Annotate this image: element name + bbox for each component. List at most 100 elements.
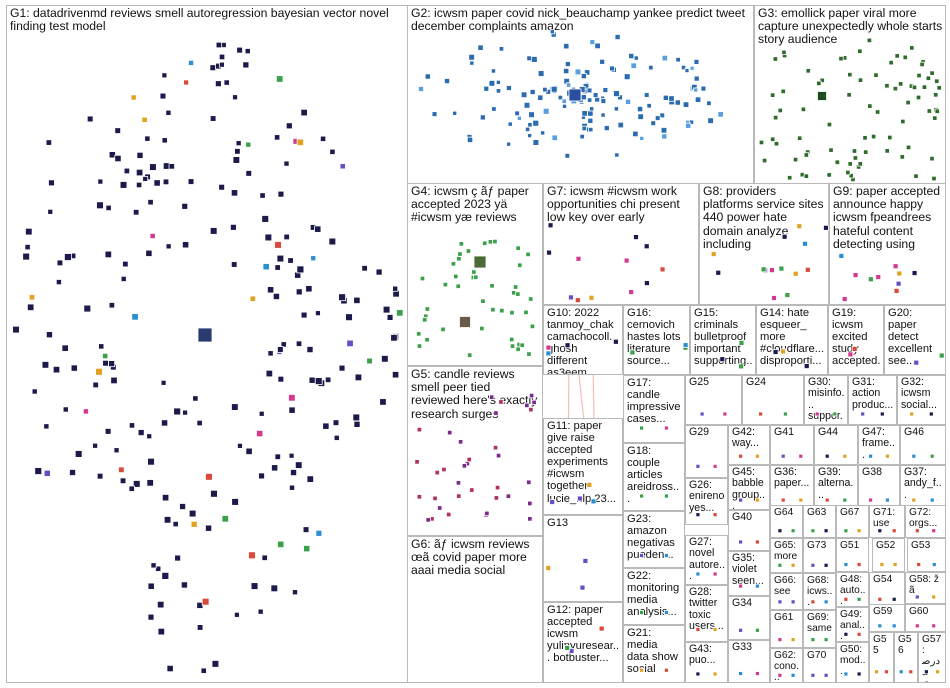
node-g58[interactable] <box>914 594 920 600</box>
node-g62[interactable] <box>790 672 796 678</box>
node-g3[interactable] <box>828 147 834 153</box>
node-g30[interactable] <box>814 411 820 417</box>
node-g27[interactable] <box>712 571 718 577</box>
node-g1[interactable] <box>375 268 383 276</box>
node-g2[interactable] <box>586 97 593 103</box>
node-g2[interactable] <box>625 98 632 105</box>
node-g3[interactable] <box>772 114 779 121</box>
node-g22[interactable] <box>639 610 644 615</box>
node-g1[interactable] <box>92 442 99 449</box>
node-g4[interactable] <box>489 283 495 289</box>
node-g73[interactable] <box>810 562 816 568</box>
node-g3[interactable] <box>894 53 900 59</box>
node-g1[interactable] <box>136 151 144 159</box>
node-g3[interactable] <box>870 133 877 140</box>
node-g40[interactable] <box>755 539 760 545</box>
node-g1[interactable] <box>296 138 304 146</box>
node-g3[interactable] <box>884 148 890 154</box>
node-g9[interactable] <box>911 270 918 276</box>
node-g2[interactable] <box>418 86 424 92</box>
node-g5[interactable] <box>505 493 512 499</box>
node-g1[interactable] <box>288 394 296 402</box>
node-g33[interactable] <box>755 671 760 676</box>
node-g5[interactable] <box>495 452 502 459</box>
node-g1[interactable] <box>108 151 116 159</box>
node-g2[interactable] <box>495 79 501 85</box>
node-g1[interactable] <box>137 429 145 436</box>
node-g32[interactable] <box>909 411 915 417</box>
node-g1[interactable] <box>196 419 203 427</box>
node-g8[interactable] <box>715 269 722 276</box>
node-g3[interactable] <box>803 173 809 179</box>
node-g3[interactable] <box>826 121 833 128</box>
node-g39[interactable] <box>842 497 848 503</box>
node-g2[interactable] <box>707 117 714 124</box>
node-g2[interactable] <box>529 89 536 95</box>
node-g1[interactable] <box>163 516 172 524</box>
node-g1[interactable] <box>249 295 256 302</box>
node-g2[interactable] <box>614 152 620 158</box>
node-g1[interactable] <box>306 475 314 483</box>
node-g1[interactable] <box>102 359 109 367</box>
node-g1[interactable] <box>310 255 317 262</box>
node-g4[interactable] <box>479 325 485 332</box>
node-g9[interactable] <box>892 263 899 270</box>
node-g1[interactable] <box>28 294 36 301</box>
node-g2[interactable] <box>592 92 599 98</box>
node-g5[interactable] <box>416 494 423 500</box>
node-g4[interactable] <box>509 336 515 343</box>
node-g1[interactable] <box>287 257 294 264</box>
node-g1[interactable] <box>274 241 282 249</box>
node-g60[interactable] <box>914 623 920 629</box>
node-g1[interactable] <box>277 375 285 383</box>
node-g1[interactable] <box>146 479 154 487</box>
node-g1[interactable] <box>61 344 69 352</box>
node-g2[interactable] <box>491 106 497 112</box>
node-g2[interactable] <box>563 67 570 75</box>
node-g3[interactable] <box>929 70 935 76</box>
node-g3[interactable] <box>846 92 852 98</box>
node-g28[interactable] <box>695 627 701 632</box>
node-g4[interactable] <box>424 337 430 343</box>
node-g4[interactable] <box>526 351 532 357</box>
node-g8[interactable] <box>823 224 829 231</box>
node-g1[interactable] <box>70 364 78 372</box>
node-g3[interactable] <box>905 144 912 151</box>
node-g1[interactable] <box>108 360 116 368</box>
node-g43[interactable] <box>695 671 701 677</box>
node-g2[interactable] <box>661 133 668 140</box>
node-g2[interactable] <box>549 29 555 35</box>
node-g4[interactable] <box>492 238 498 245</box>
node-g3[interactable] <box>900 118 906 125</box>
node-g56[interactable] <box>898 669 904 675</box>
node-g3[interactable] <box>929 155 935 162</box>
node-g5[interactable] <box>432 495 438 502</box>
node-g1[interactable] <box>86 115 94 123</box>
node-g11[interactable] <box>549 499 556 505</box>
node-g25[interactable] <box>722 411 728 417</box>
node-g1[interactable] <box>146 433 153 440</box>
node-g4[interactable] <box>458 241 464 247</box>
node-g1[interactable] <box>182 241 190 249</box>
node-g40[interactable] <box>738 539 743 545</box>
node-g5[interactable] <box>414 459 420 465</box>
node-g1[interactable] <box>262 263 270 271</box>
node-g1[interactable] <box>92 381 99 389</box>
node-g11[interactable] <box>590 498 597 505</box>
node-g1[interactable] <box>353 296 361 304</box>
node-g1[interactable] <box>354 373 363 382</box>
node-g64[interactable] <box>790 528 796 534</box>
node-g1[interactable] <box>161 72 168 79</box>
node-g2[interactable] <box>532 119 540 127</box>
node-g4[interactable] <box>453 273 459 280</box>
node-g42[interactable] <box>755 453 760 459</box>
node-g1[interactable] <box>200 667 207 674</box>
node-g4[interactable] <box>455 283 461 289</box>
node-g1[interactable] <box>274 453 281 460</box>
node-g34[interactable] <box>755 627 760 633</box>
node-g1[interactable] <box>64 253 72 261</box>
node-g1[interactable] <box>353 420 361 428</box>
node-g1[interactable] <box>119 477 127 485</box>
node-g2[interactable] <box>490 68 497 74</box>
node-g1[interactable] <box>205 524 213 532</box>
